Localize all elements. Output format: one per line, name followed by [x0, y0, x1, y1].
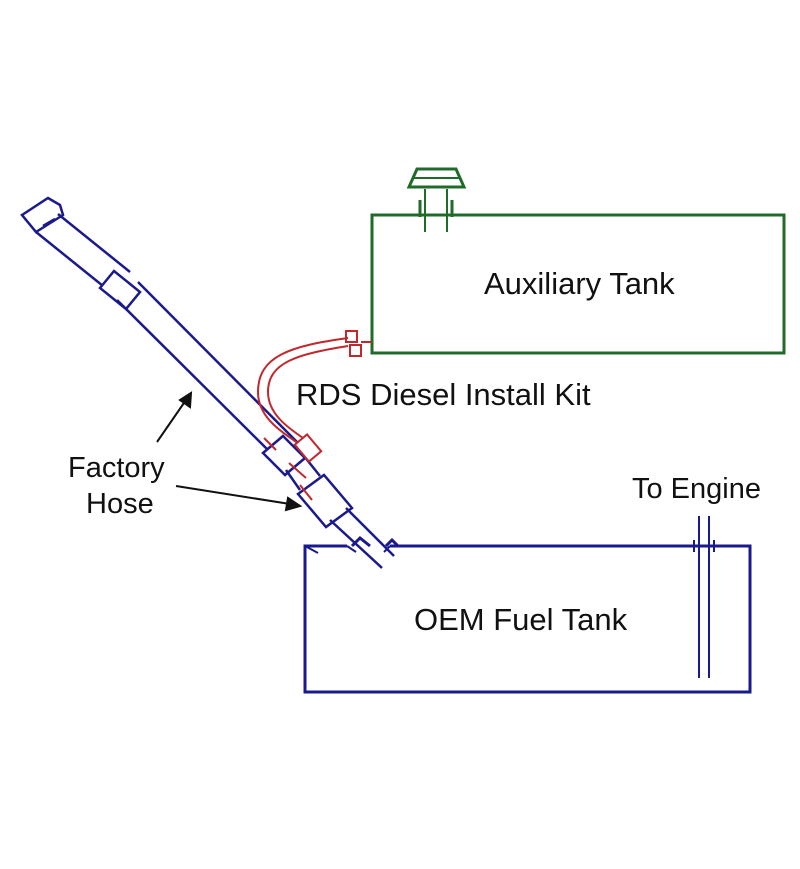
oem-tank-body — [303, 544, 752, 694]
factory-hose-arrows — [156, 391, 303, 512]
auxiliary-fill-cap — [406, 167, 467, 232]
oem-fuel-tank — [303, 516, 752, 694]
factory-filler-hose — [20, 196, 400, 569]
filler-cap — [20, 196, 65, 234]
engine-supply-line — [693, 516, 715, 678]
oem-fuel-tank-label: OEM Fuel Tank — [414, 602, 628, 637]
to-engine-label: To Engine — [632, 473, 761, 505]
auxiliary-tank-label: Auxiliary Tank — [484, 266, 675, 301]
auxiliary-tank — [370, 167, 786, 355]
kit-tank-fitting — [345, 330, 372, 357]
arrow-to-lower-hose — [175, 485, 291, 505]
factory-hose-label-line1: Factory — [68, 452, 165, 484]
kit-transfer-hose — [256, 337, 349, 447]
hose-coupler-lower — [296, 473, 354, 529]
kit-t-fitting — [263, 433, 323, 501]
rds-install-kit — [256, 330, 372, 501]
install-kit-label: RDS Diesel Install Kit — [296, 377, 591, 412]
auxiliary-tank-body — [370, 213, 786, 355]
arrow-to-upper-hose — [156, 399, 187, 443]
factory-hose-label-line2: Hose — [86, 488, 154, 520]
